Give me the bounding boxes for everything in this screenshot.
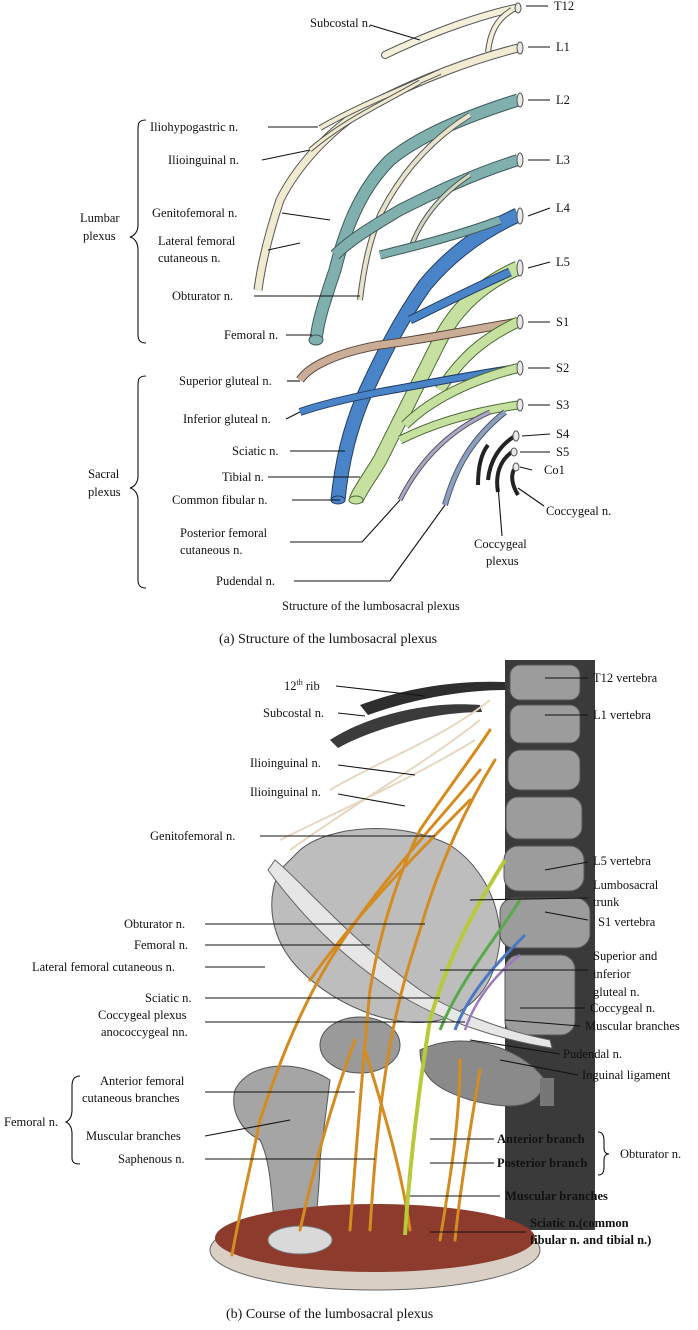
label-sciatic-1: Sciatic n.(common [530, 1216, 629, 1230]
label-posterior-femoral-2: cutaneous n. [180, 543, 242, 557]
label-muscular-branches-2: Muscular branches [505, 1189, 608, 1203]
label-l5-vertebra: L5 vertebra [593, 854, 651, 868]
label-common-fibular: Common fibular n. [172, 493, 267, 507]
panel-a-inner-title: Structure of the lumbosacral plexus [282, 599, 460, 613]
label-ilioinguinal-1: Ilioinguinal n. [250, 756, 321, 770]
panel-b-caption: (b) Course of the lumbosacral plexus [226, 1307, 433, 1322]
level-label: L5 [556, 255, 570, 269]
label-sciatic: Sciatic n. [145, 991, 192, 1005]
label-sup-inf-gluteal-3: gluteal n. [593, 985, 640, 999]
label-femoral: Femoral n. [134, 938, 188, 952]
label-coccygeal-plexus-2: anococcygeal nn. [101, 1025, 188, 1039]
group-lumbar-2: plexus [83, 229, 116, 243]
label-t12-vertebra: T12 vertebra [593, 671, 658, 685]
label-ilioinguinal-2: Ilioinguinal n. [250, 785, 321, 799]
label-obturator: Obturator n. [172, 289, 233, 303]
label-subcostal: Subcostal n. [263, 706, 324, 720]
label-lateral-femoral-cutaneous: Lateral femoral cutaneous n. [32, 960, 175, 974]
label-coccygeal-plexus-1: Coccygeal [474, 537, 527, 551]
label-muscular-branches: Muscular branches [86, 1129, 181, 1143]
panel-b-right-labels: T12 vertebra L1 vertebra L5 vertebra Lum… [410, 671, 681, 1247]
label-coccygeal-n: Coccygeal n. [590, 1001, 655, 1015]
label-posterior-branch: Posterior branch [497, 1156, 587, 1170]
label-obturator: Obturator n. [124, 917, 185, 931]
panel-a-level-labels: T12 L1 L2 L3 L4 L5 S1 S2 S3 S4 S5 Co1 [519, 0, 574, 477]
label-lateral-femoral-2: cutaneous n. [158, 251, 220, 265]
label-femoral-group: Femoral n. [4, 1115, 58, 1129]
label-inferior-gluteal: Inferior gluteal n. [183, 412, 271, 426]
panel-b-anatomy-illustration [209, 660, 595, 1291]
panel-b-left-labels: 12th rib Subcostal n. Ilioinguinal n. Il… [4, 678, 465, 1166]
label-anterior-branch: Anterior branch [497, 1132, 585, 1146]
label-inguinal-ligament: Inguinal ligament [582, 1068, 671, 1082]
label-sciatic: Sciatic n. [232, 444, 279, 458]
label-ilioinguinal: Ilioinguinal n. [168, 153, 239, 167]
label-l1-vertebra: L1 vertebra [593, 708, 651, 722]
label-coccygeal-plexus-2: plexus [486, 554, 519, 568]
level-label: S4 [556, 427, 570, 441]
label-anterior-femoral-2: cutaneous branches [82, 1091, 180, 1105]
label-s1-vertebra: S1 vertebra [598, 915, 656, 929]
label-subcostal: Subcostal n. [310, 16, 371, 30]
label-sup-inf-gluteal-1: Superior and [593, 949, 658, 963]
label-anterior-femoral-1: Anterior femoral [100, 1074, 185, 1088]
label-muscular-branches-r: Muscular branches [585, 1019, 680, 1033]
label-lateral-femoral-1: Lateral femoral [158, 234, 236, 248]
panel-a-caption: (a) Structure of the lumbosacral plexus [219, 632, 437, 647]
label-tibial: Tibial n. [222, 470, 264, 484]
level-label: S5 [556, 445, 569, 459]
group-lumbar-1: Lumbar [80, 211, 120, 225]
label-lumbosacral-trunk-1: Lumbosacral [593, 878, 659, 892]
level-label: S1 [556, 315, 569, 329]
label-pudendal: Pudendal n. [563, 1047, 622, 1061]
label-femoral: Femoral n. [224, 328, 278, 342]
level-label: L3 [556, 153, 570, 167]
level-label: Co1 [544, 463, 565, 477]
level-label: S2 [556, 361, 569, 375]
panel-a-nerve-diagram [253, 2, 524, 506]
label-posterior-femoral-1: Posterior femoral [180, 526, 268, 540]
label-coccygeal-n: Coccygeal n. [546, 504, 611, 518]
label-lumbosacral-trunk-2: trunk [593, 895, 620, 909]
level-label: S3 [556, 398, 569, 412]
panel-a-group-braces: Lumbar plexus Sacral plexus [80, 119, 147, 589]
group-sacral-1: Sacral [88, 467, 120, 481]
level-label: T12 [554, 0, 574, 13]
label-12th-rib: 12th rib [284, 678, 320, 693]
label-sup-inf-gluteal-2: inferior [593, 967, 631, 981]
level-label: L2 [556, 93, 570, 107]
label-sciatic-2: fibular n. and tibial n.) [530, 1233, 651, 1247]
label-coccygeal-plexus-1: Coccygeal plexus [98, 1008, 187, 1022]
label-obturator-group: Obturator n. [620, 1147, 681, 1161]
label-pudendal: Pudendal n. [216, 574, 275, 588]
group-sacral-2: plexus [88, 485, 121, 499]
label-superior-gluteal: Superior gluteal n. [179, 374, 272, 388]
level-label: L4 [556, 201, 571, 215]
label-saphenous: Saphenous n. [118, 1152, 185, 1166]
label-genitofemoral: Genitofemoral n. [150, 829, 235, 843]
level-label: L1 [556, 40, 570, 54]
panel-a-nerve-labels: Subcostal n. Iliohypogastric n. Ilioingu… [150, 16, 611, 588]
label-genitofemoral: Genitofemoral n. [152, 206, 237, 220]
label-iliohypogastric: Iliohypogastric n. [150, 120, 238, 134]
